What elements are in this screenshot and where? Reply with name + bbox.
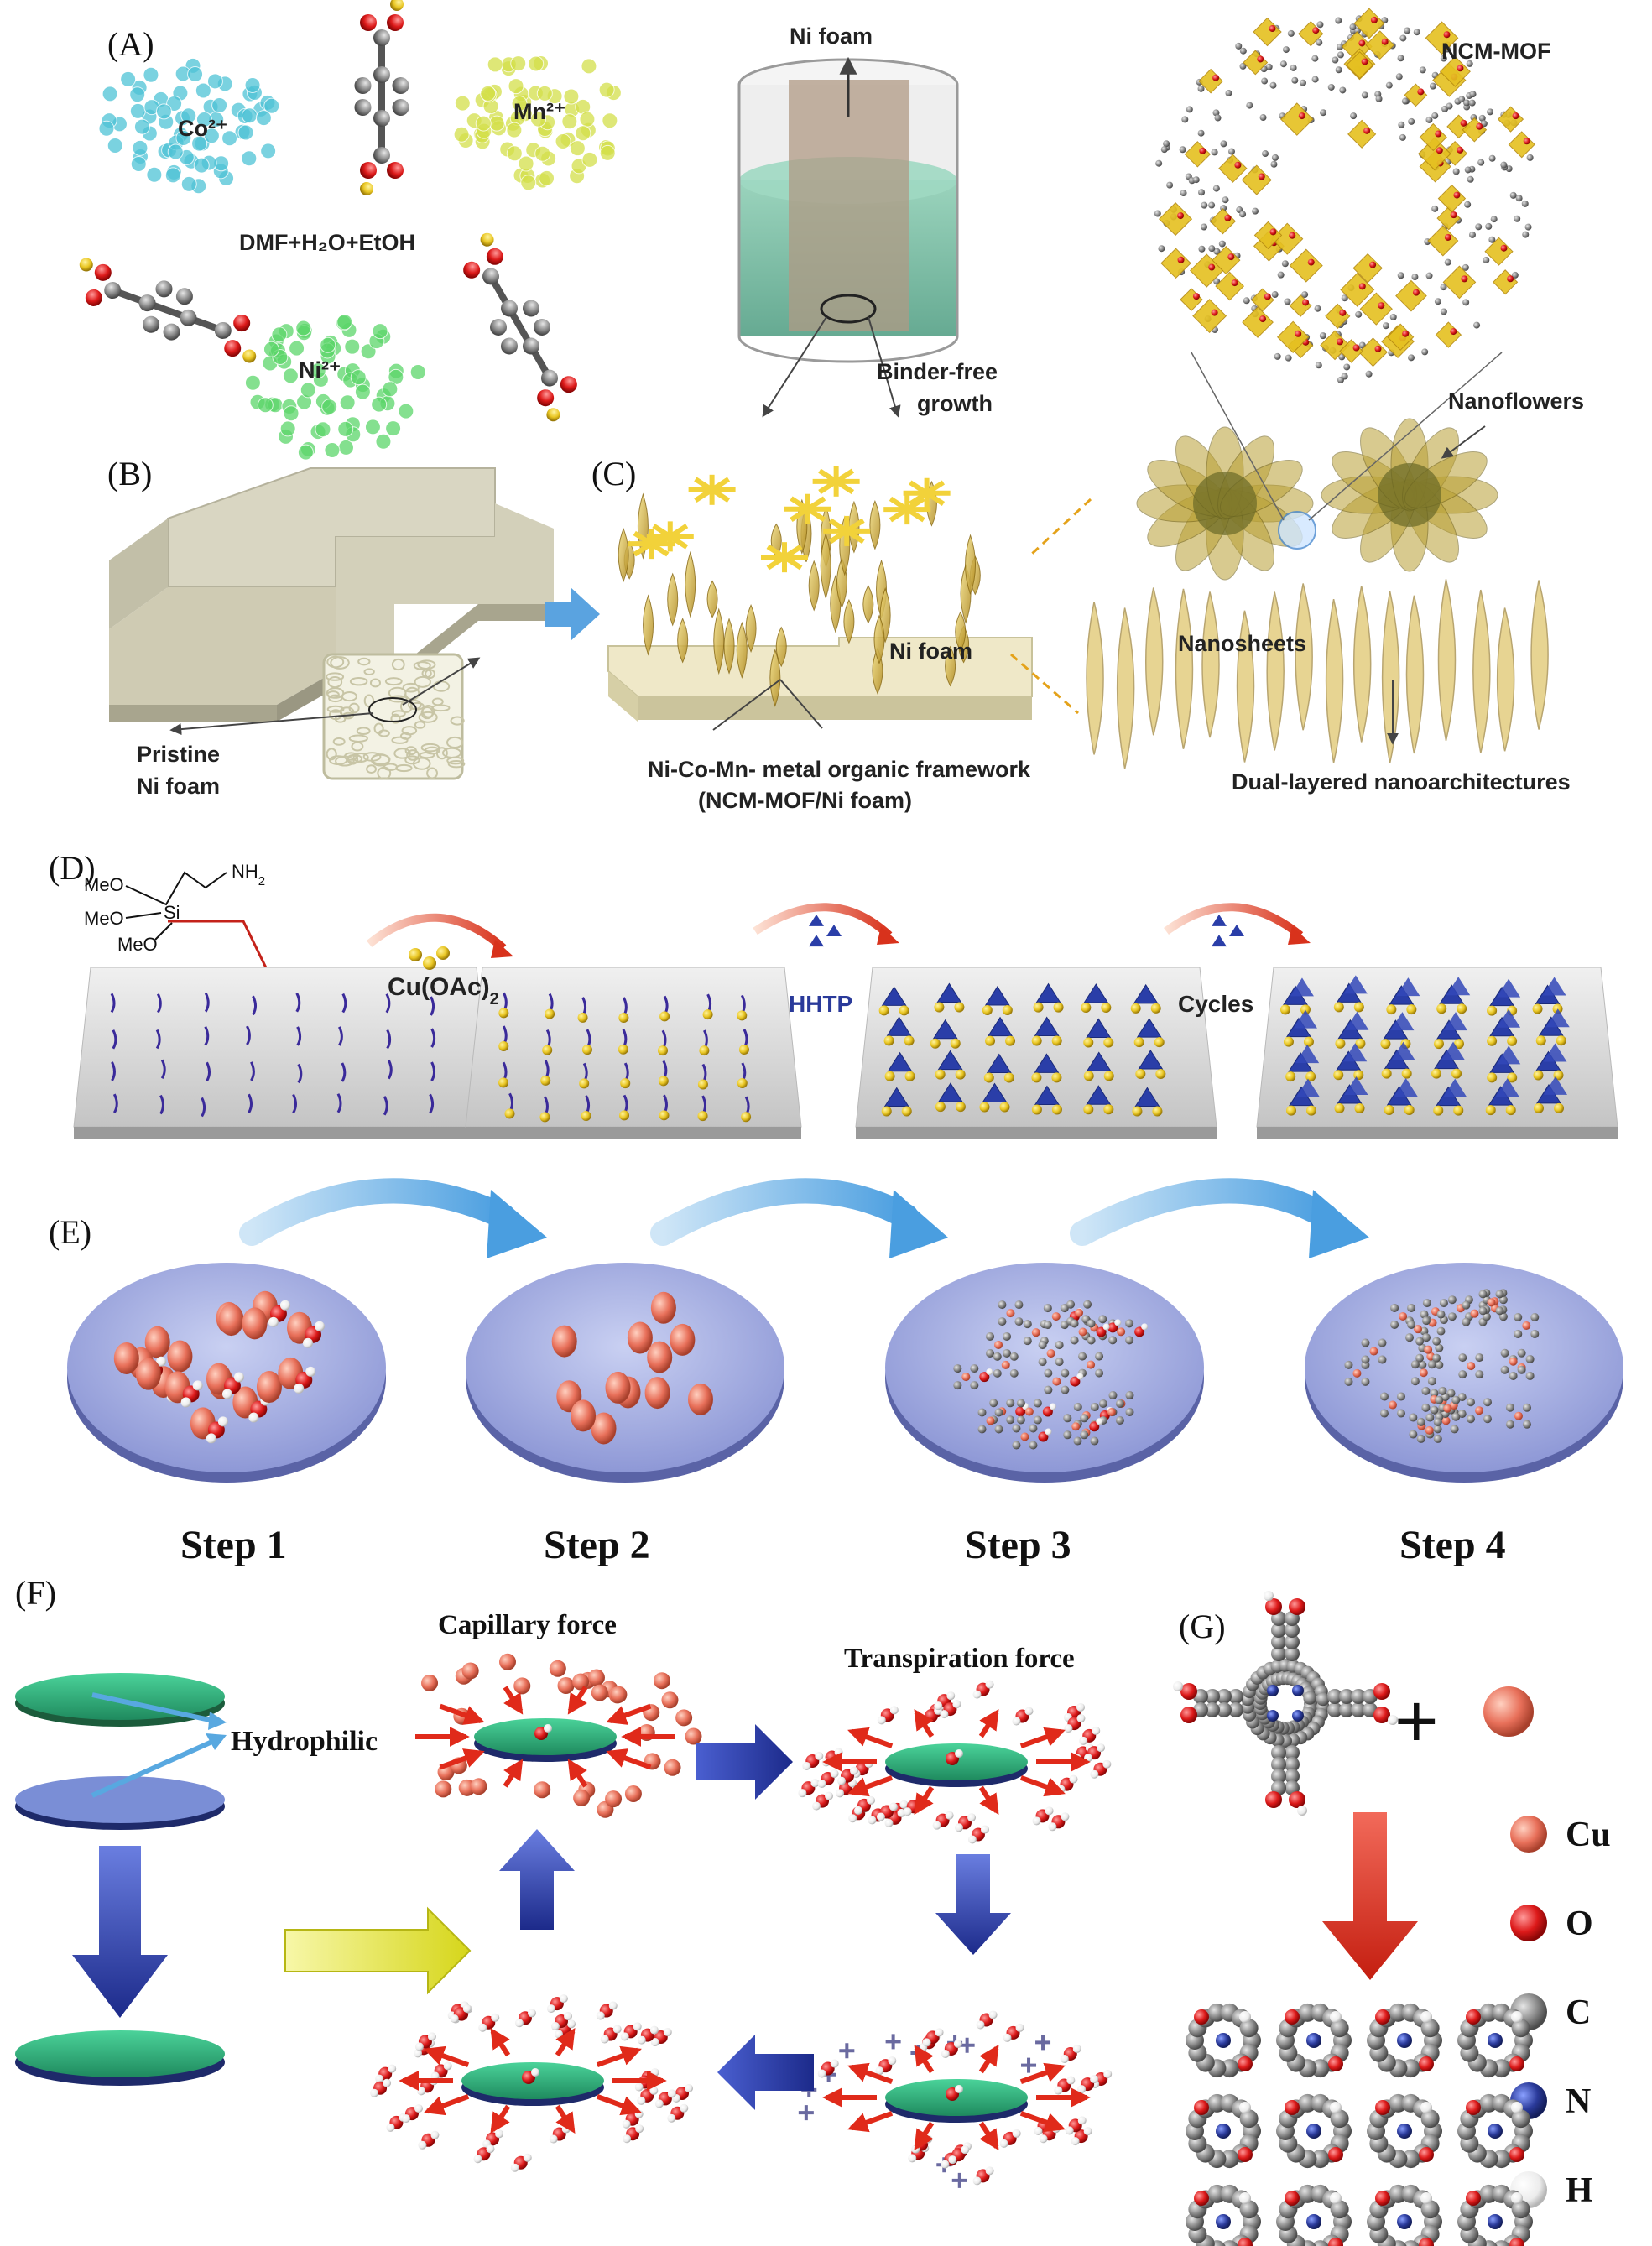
- panel-f-label: (F): [15, 1574, 56, 1612]
- f-left-arrow: [717, 2035, 814, 2110]
- solvent-label: DMF+H₂O+EtOH: [239, 230, 415, 255]
- growth-slabs: [73, 914, 1618, 1139]
- step-1-label: Step 1: [180, 1523, 287, 1567]
- f-down-arrow-2: [935, 1854, 1011, 1955]
- panel-a-label: (A): [107, 25, 154, 63]
- dual-layer-label: Dual-layered nanoarchitectures: [1232, 769, 1571, 795]
- foam-mesh: [322, 653, 466, 780]
- hydrophilic-label: Hydrophilic: [231, 1726, 378, 1757]
- f-laminated-disc: [15, 2030, 225, 2086]
- f-substrates: [15, 1673, 227, 1830]
- pristine-ni-foam-label: Ni foam: [137, 774, 220, 799]
- cycles-label: Cycles: [1178, 991, 1253, 1017]
- beaker-ni-foam-label: Ni foam: [790, 23, 873, 49]
- panel-g-label: (G): [1179, 1608, 1226, 1645]
- legend-swatch-o: [1510, 1905, 1547, 1941]
- panel-d-label: (D): [49, 849, 96, 887]
- panel-a: (A) Co²⁺ Mn²⁺ Ni²⁺ DMF+H₂O+EtOH Ni foam …: [79, 0, 1550, 461]
- c-caption-line-1: Ni-Co-Mn- metal organic framework: [648, 757, 1031, 782]
- d-curved-arrows: [366, 903, 1311, 970]
- f-yellow-arrow: [284, 1906, 472, 1995]
- panel-f: (F) Hydrophilic Capillary force Transpir…: [15, 1574, 1113, 2188]
- plus-sign: +: [1394, 1680, 1439, 1764]
- ni-ion-label: Ni²⁺: [299, 357, 341, 383]
- mof-coated-foam: [607, 466, 1033, 722]
- g-down-arrow: [1322, 1812, 1418, 1980]
- pristine-label: Pristine: [137, 742, 220, 767]
- mn-ion-label: Mn²⁺: [513, 99, 565, 124]
- co-ion-label: Co²⁺: [178, 116, 227, 141]
- e-arrows: [239, 1178, 1369, 1258]
- panel-d: (D) MeO MeO MeO Si NH2 Cu(OAc)2 HHTP Cyc…: [49, 849, 1618, 1139]
- e-discs: [67, 1263, 1623, 1483]
- c-ni-foam-label: Ni foam: [889, 638, 972, 664]
- step-4-label: Step 4: [1399, 1523, 1506, 1567]
- c-caption-line-2: (NCM-MOF/Ni foam): [698, 788, 912, 813]
- porphyrin-linker: [1173, 1591, 1398, 1816]
- legend-label-cu: Cu: [1566, 1816, 1611, 1854]
- dual-layer-zoom: [1086, 418, 1549, 769]
- legend-label-o: O: [1566, 1905, 1593, 1943]
- legend-swatch-cu: [1510, 1816, 1547, 1853]
- ni-ion-cluster: [244, 314, 426, 461]
- binder-free-label: Binder-free: [877, 359, 998, 384]
- nanosheets-label: Nanosheets: [1178, 631, 1306, 656]
- legend-label-h: H: [1566, 2171, 1593, 2210]
- silane-molecule: MeO MeO MeO Si NH2: [84, 861, 279, 991]
- legend-label-n: N: [1566, 2082, 1591, 2121]
- legend-label-c: C: [1566, 1993, 1591, 2032]
- si-atom: Si: [164, 902, 180, 923]
- f-down-arrow-1: [72, 1846, 168, 2018]
- cu-atom: [1483, 1686, 1534, 1737]
- transpiration-label: Transpiration force: [844, 1644, 1075, 1674]
- meo-2: MeO: [84, 908, 124, 929]
- panel-g: (G) + CuO C N H: [1173, 1591, 1611, 2246]
- panel-c: (C) Ni foam Ni-Co-Mn- metal organic fram…: [591, 352, 1584, 813]
- panel-e: (E) Step 1 Step 2 Step 3 Step 4: [49, 1178, 1623, 1567]
- b-to-c-arrow: [545, 587, 600, 641]
- meo-3: MeO: [117, 934, 158, 955]
- panel-b: (B) Pristine Ni foam: [107, 455, 600, 799]
- terephthalate-linkers: [79, 0, 577, 422]
- ni-foam-strip: [789, 80, 909, 331]
- cu-oac-label: Cu(OAc)2: [388, 973, 499, 1008]
- meo-1: MeO: [84, 874, 124, 895]
- element-legend: CuO C N H: [1510, 1816, 1611, 2210]
- cu-porphyrin-framework: [1186, 2003, 1533, 2246]
- panel-c-label: (C): [591, 455, 636, 492]
- co-ion-cluster: [98, 57, 280, 195]
- mn-ion-cluster: [453, 55, 622, 191]
- beaker: [737, 56, 959, 418]
- amine-group: NH2: [232, 861, 265, 888]
- nanoflowers-label: Nanoflowers: [1448, 388, 1584, 414]
- step-3-label: Step 3: [965, 1523, 1071, 1567]
- f-up-arrow: [499, 1829, 575, 1930]
- panel-b-label: (B): [107, 455, 152, 492]
- f-right-arrow: [696, 1724, 793, 1800]
- panel-e-label: (E): [49, 1213, 91, 1251]
- ncm-mof-structure: [1154, 8, 1535, 383]
- f-process-discs: [370, 1653, 1113, 2188]
- hhtp-label: HHTP: [789, 991, 852, 1017]
- step-2-label: Step 2: [544, 1523, 650, 1567]
- capillary-label: Capillary force: [438, 1610, 617, 1640]
- ni-foam-block: [109, 467, 554, 722]
- growth-label: growth: [917, 391, 993, 416]
- ncm-mof-label: NCM-MOF: [1441, 39, 1550, 64]
